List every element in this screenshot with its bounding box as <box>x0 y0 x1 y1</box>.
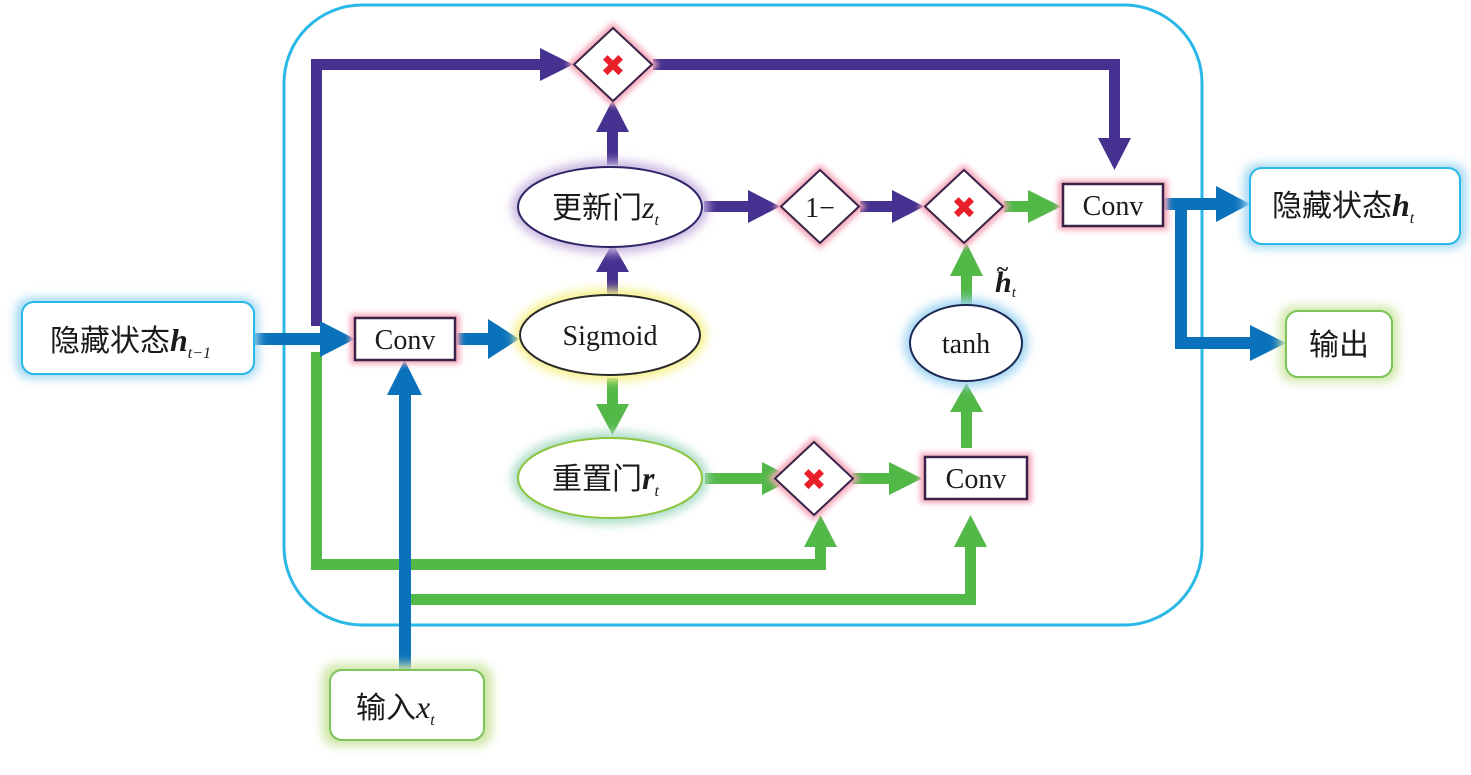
green-path-reset-right <box>705 473 767 484</box>
candidate-sub: t <box>1012 285 1017 301</box>
blue-path-output-vertical <box>1175 198 1187 348</box>
arrowhead-into-mid-multiply-bottom <box>950 243 983 276</box>
reset-gate-label: 重置门 <box>552 462 642 497</box>
candidate-tilde: ~ <box>996 256 1009 281</box>
hidden-next-var: h <box>1392 187 1410 223</box>
output-hidden-next-box: 隐藏状态ht <box>1244 164 1466 248</box>
input-x-label: 输入 <box>356 691 416 726</box>
arrowhead-into-candidate-conv-left <box>889 462 922 495</box>
arrowhead-into-top-multiply-bottom <box>596 100 629 132</box>
purple-path-down-to-conv <box>1109 59 1120 149</box>
input-hidden-prev-box: 隐藏状态ht−1 <box>16 298 258 378</box>
blue-path-output-horizontal <box>1163 198 1223 210</box>
candidate-hidden-label: ~ ht <box>995 256 1017 301</box>
candidate-conv-node: Conv <box>920 453 1032 503</box>
input-conv-label: Conv <box>375 325 436 356</box>
input-x-box: 输入xt <box>322 664 492 746</box>
gru-cell-boundary <box>282 3 1204 627</box>
arrowhead-into-output <box>1250 325 1286 361</box>
green-path-left-vertical <box>311 352 322 570</box>
arrowhead-into-mid-multiply <box>892 190 924 223</box>
purple-path-left-vertical <box>311 59 322 326</box>
arrowhead-into-sigmoid <box>488 319 519 359</box>
purple-paths <box>311 48 1131 326</box>
svg-text:重置门rt: 重置门rt <box>552 460 659 500</box>
tanh-label: tanh <box>942 329 990 360</box>
svg-text:输入xt: 输入xt <box>356 689 435 729</box>
one-minus-label: 1− <box>805 193 835 224</box>
multiply-icon: ✖ <box>600 49 625 84</box>
input-x-var: x <box>415 689 430 725</box>
blue-path-input-up <box>399 390 411 673</box>
input-conv-node: Conv <box>350 314 460 364</box>
update-gate-node: 更新门zt <box>512 161 708 253</box>
output-conv-node: Conv <box>1058 180 1168 230</box>
svg-text:ht: ht <box>995 266 1017 301</box>
green-path-tanh-to-multiply <box>961 270 972 312</box>
sigmoid-label: Sigmoid <box>563 321 658 352</box>
green-path-input-to-candidate <box>410 594 976 605</box>
reset-gate-node: 重置门rt <box>512 432 708 524</box>
output-label: 输出 <box>1309 328 1369 363</box>
arrowhead-into-candidate-conv <box>954 515 987 547</box>
candidate-conv-label: Conv <box>946 464 1007 495</box>
svg-text:隐藏状态ht−1: 隐藏状态ht−1 <box>50 322 211 362</box>
purple-path-top-horizontal <box>311 59 547 70</box>
lower-multiply-node: ✖ <box>768 436 860 521</box>
sigmoid-node: Sigmoid <box>514 289 706 381</box>
arrowhead-into-update-gate <box>596 243 629 272</box>
update-gate-var: z <box>641 189 655 225</box>
green-paths <box>311 190 1061 605</box>
tanh-node: tanh <box>904 299 1028 387</box>
multiply-icon: ✖ <box>951 191 976 226</box>
hidden-next-label: 隐藏状态 <box>1272 189 1392 224</box>
mid-multiply-node: ✖ <box>918 164 1010 249</box>
top-multiply-node: ✖ <box>567 22 659 107</box>
green-path-conv-to-tanh <box>961 408 972 448</box>
purple-path-update-right <box>704 201 754 212</box>
hidden-prev-sub: t−1 <box>188 345 211 362</box>
one-minus-node: 1− <box>774 164 866 249</box>
arrowhead-into-output-conv-left <box>1028 190 1061 223</box>
hidden-prev-label: 隐藏状态 <box>50 324 170 359</box>
green-path-multiply-to-conv <box>852 473 892 484</box>
blue-path-output-bottom <box>1175 337 1255 349</box>
arrowhead-into-input-conv <box>320 321 355 357</box>
arrowhead-into-reset-multiply <box>804 515 837 547</box>
hidden-next-sub: t <box>1410 210 1415 227</box>
green-path-up-to-candidate-conv <box>965 540 976 605</box>
arrowhead-into-top-multiply <box>540 48 573 81</box>
blue-paths <box>255 186 1286 673</box>
green-path-up-to-reset-multiply <box>815 540 826 570</box>
update-gate-label: 更新门 <box>552 191 642 226</box>
blue-path-hidden-in <box>255 333 327 345</box>
arrowhead-into-one-minus <box>748 190 780 223</box>
arrowhead-into-hidden-next <box>1216 186 1250 222</box>
output-conv-label: Conv <box>1083 191 1144 222</box>
green-path-sigmoid-down <box>607 378 618 408</box>
arrowhead-into-tanh <box>950 383 983 412</box>
multiply-icon: ✖ <box>801 463 826 498</box>
arrowhead-into-output-conv <box>1098 138 1131 170</box>
update-gate-sub: t <box>654 212 659 229</box>
purple-path-top-right <box>653 59 1120 70</box>
green-path-bottom-to-reset-multiply <box>311 559 826 570</box>
svg-text:隐藏状态ht: 隐藏状态ht <box>1272 187 1415 227</box>
reset-gate-var: r <box>642 460 655 496</box>
output-box: 输出 <box>1280 306 1398 382</box>
hidden-prev-var: h <box>170 322 188 358</box>
candidate-var: h <box>995 266 1012 299</box>
purple-path-one-minus-right <box>860 201 900 212</box>
arrowhead-into-reset-gate <box>596 404 629 435</box>
arrowhead-into-input-conv-bottom <box>387 360 422 395</box>
purple-path-update-up <box>607 120 618 165</box>
svg-text:更新门zt: 更新门zt <box>552 189 659 229</box>
input-x-sub: t <box>430 712 435 729</box>
blue-path-conv-to-sigmoid <box>457 333 497 345</box>
green-path-multiply-to-output-conv <box>1004 201 1034 212</box>
reset-gate-sub: t <box>654 483 659 500</box>
purple-path-sigmoid-up <box>607 262 618 294</box>
